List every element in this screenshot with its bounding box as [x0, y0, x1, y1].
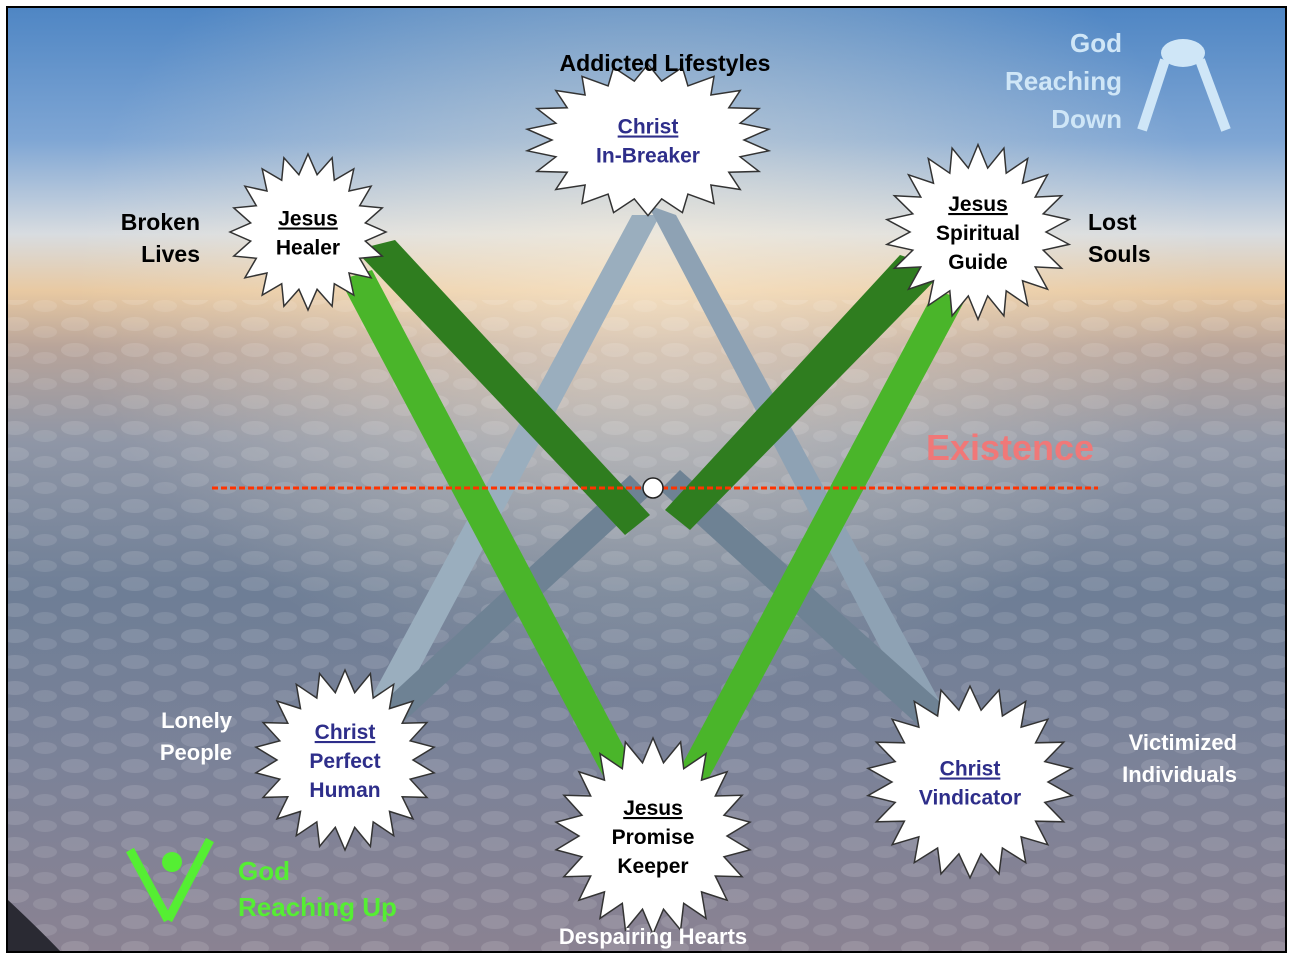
label-despairing-hearts: Despairing Hearts	[559, 924, 747, 949]
starburst-text-line2: Healer	[276, 237, 340, 260]
starburst-text-line2: Spiritual	[936, 222, 1020, 245]
starburst-shape	[228, 152, 388, 312]
starburst-text-line3: Human	[309, 779, 380, 802]
label-lonely: Lonely	[161, 708, 233, 733]
legend-up-line1: God	[238, 856, 290, 886]
starbursts: ChristIn-BreakerJesusHealerJesusSpiritua…	[228, 63, 1075, 936]
label-victimized: Victimized	[1129, 730, 1237, 755]
beam-healer-to-promise	[340, 270, 640, 785]
legend-down-line3: Down	[1051, 104, 1122, 134]
label-addicted-lifestyles: Addicted Lifestyles	[560, 50, 771, 76]
label-broken: Broken	[121, 209, 200, 235]
starburst-text-line3: Guide	[948, 251, 1008, 274]
label-people: People	[160, 740, 232, 765]
god-reaching-up-legend: God Reaching Up	[126, 837, 397, 923]
legend-down-line1: God	[1070, 28, 1122, 58]
label-lives: Lives	[141, 241, 200, 267]
starburst-shape	[884, 142, 1072, 322]
starburst-text-line3: Keeper	[617, 855, 688, 878]
existence-label: Existence	[926, 427, 1094, 468]
starburst-shape	[254, 668, 436, 852]
starburst-text-line2: Perfect	[309, 750, 380, 773]
starburst-text-line1: Jesus	[623, 797, 683, 820]
starburst-shape	[554, 736, 752, 936]
starburst-shape	[524, 63, 772, 217]
starburst-text-line1: Jesus	[278, 208, 338, 231]
legend-up-line2: Reaching Up	[238, 892, 397, 922]
beam-guide-to-promise	[675, 290, 965, 785]
center-point	[642, 477, 664, 499]
window-corner	[8, 900, 60, 951]
label-individuals: Individuals	[1122, 762, 1237, 787]
beam-top-to-bottom-right	[648, 205, 965, 752]
god-reaching-down-legend: God Reaching Down	[1005, 28, 1231, 134]
label-souls: Souls	[1088, 241, 1151, 267]
beam-center-to-bottom-right	[660, 470, 960, 745]
starburst-text-line1: Christ	[940, 758, 1001, 781]
starburst-shape	[865, 684, 1075, 880]
god-down-icon	[1137, 39, 1231, 132]
starburst-text-line1: Christ	[618, 116, 679, 139]
starburst-text-line1: Jesus	[948, 193, 1008, 216]
starburst-text-line2: In-Breaker	[596, 145, 700, 168]
beam-healer-to-center	[355, 240, 650, 535]
starburst-text-line1: Christ	[315, 721, 376, 744]
label-lost: Lost	[1088, 209, 1137, 235]
starburst-text-line2: Vindicator	[919, 787, 1021, 810]
legend-down-line2: Reaching	[1005, 66, 1122, 96]
beam-top-to-bottom-left	[370, 215, 660, 705]
starburst-text-line2: Promise	[612, 826, 695, 849]
god-up-icon	[126, 837, 214, 923]
green-beams	[340, 240, 965, 785]
slide-frame	[6, 6, 1287, 953]
beam-guide-to-center	[665, 255, 945, 530]
